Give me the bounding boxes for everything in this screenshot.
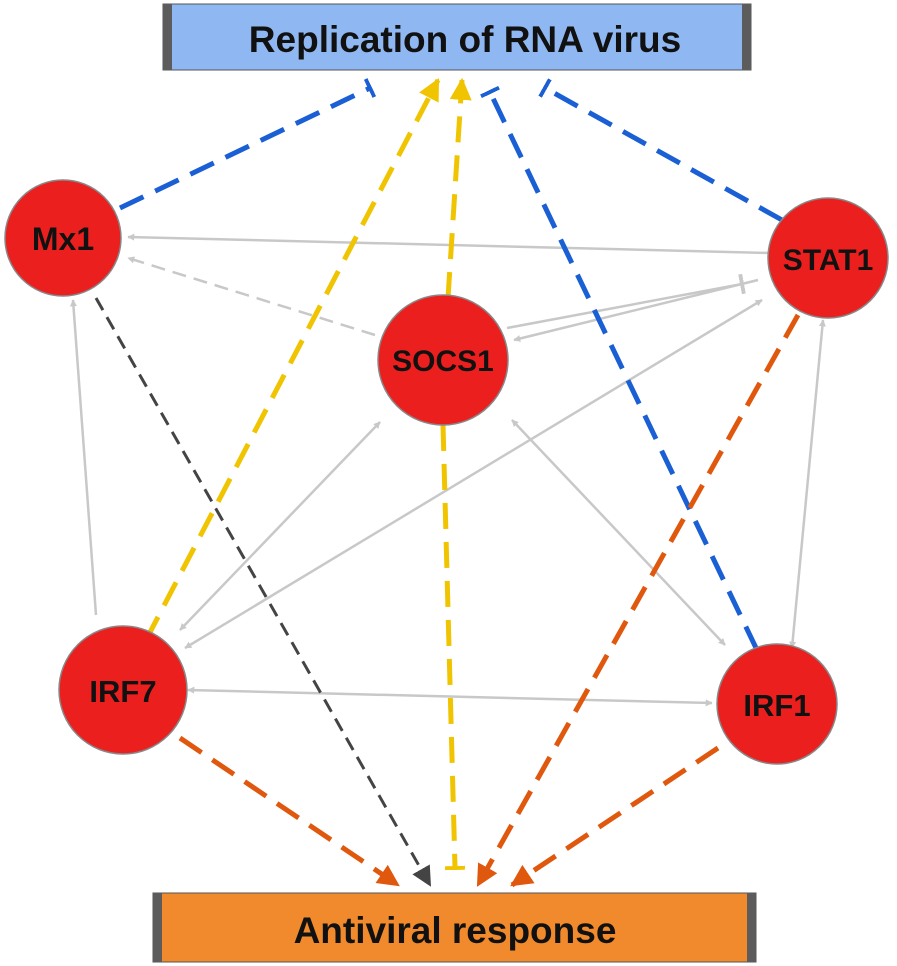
top-box-right-cap	[742, 4, 751, 70]
edge-socs1-irf1	[511, 419, 726, 646]
edge-socs1-inhibits-response	[440, 424, 466, 871]
edge-socs1-promotes-virus	[445, 77, 472, 299]
node-socs1: SOCS1	[377, 294, 509, 426]
edge-stat1-irf1	[789, 319, 826, 649]
edge-irf1-to-response	[510, 745, 720, 888]
node-irf7-label: IRF7	[89, 674, 156, 709]
edge-stat1-inhibits-virus	[538, 78, 784, 223]
node-mx1-label: Mx1	[32, 221, 94, 257]
edge-mx1-to-response	[94, 297, 432, 887]
edge-irf1-inhibits-virus	[480, 85, 760, 652]
node-socs1-circle	[377, 294, 509, 426]
edge-irf7-to-mx1	[69, 299, 98, 616]
edge-irf7-irf1	[187, 686, 713, 707]
node-mx1-circle	[4, 179, 122, 297]
bottom-box-label: Antiviral response	[294, 910, 617, 951]
bottom-box-left-cap	[153, 893, 162, 962]
gray-edges	[69, 233, 826, 707]
node-irf1: IRF1	[716, 643, 838, 765]
node-stat1-circle	[767, 197, 889, 319]
top-box-left-cap	[163, 4, 172, 70]
node-mx1: Mx1	[4, 179, 122, 297]
edge-irf7-promotes-virus	[143, 78, 441, 642]
edge-socs1-irf7	[179, 421, 381, 631]
node-irf1-circle	[716, 643, 838, 765]
edge-socs1-inhibits-stat1	[506, 273, 746, 330]
edge-mx1-inhibits-virus	[118, 78, 377, 211]
top-box-fill	[162, 3, 752, 71]
bottom-box-fill	[152, 892, 757, 963]
bottom-box-right-cap	[747, 893, 756, 962]
edge-socs1-to-mx1	[127, 256, 376, 337]
antiviral-response-box: Antiviral response	[152, 892, 757, 963]
node-irf7-circle	[58, 625, 188, 755]
colored-edges	[94, 77, 801, 888]
node-irf1-label: IRF1	[743, 688, 810, 723]
top-box-label: Replication of RNA virus	[249, 19, 681, 60]
replication-of-rna-virus-box: Replication of RNA virus	[162, 3, 752, 71]
node-stat1: STAT1	[767, 197, 889, 319]
edge-irf7-to-response	[178, 735, 400, 888]
node-stat1-label: STAT1	[783, 244, 874, 277]
edge-stat1-to-response	[475, 313, 801, 887]
node-socs1-label: SOCS1	[392, 345, 494, 378]
node-irf7: IRF7	[58, 625, 188, 755]
